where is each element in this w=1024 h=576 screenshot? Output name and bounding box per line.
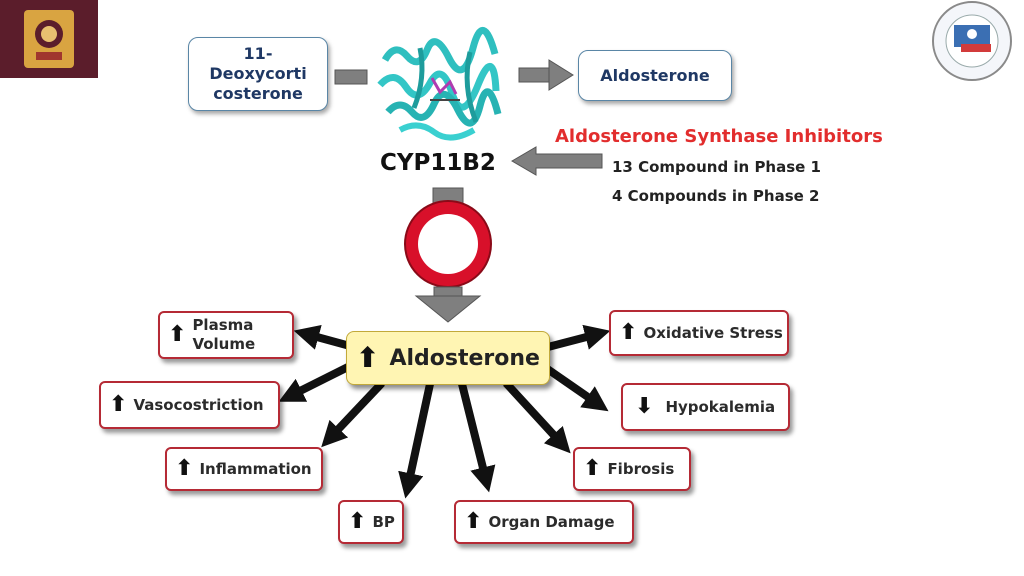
right-department-logo <box>921 0 1024 82</box>
arrow-to-fibrosis <box>503 380 571 454</box>
oxidative-stress-label: Oxidative Stress <box>643 324 783 342</box>
effect-arrows <box>278 324 611 499</box>
inhibitors-phase-1: 13 Compound in Phase 1 <box>612 158 821 176</box>
product-label: Aldosterone <box>600 66 710 85</box>
central-aldosterone-box: ⬆ Aldosterone <box>346 331 550 385</box>
cyp11b2-protein-structure-icon <box>376 26 514 144</box>
effect-fibrosis: ⬆ Fibrosis <box>573 447 691 491</box>
arrow-to-oxidative-stress <box>546 324 611 351</box>
up-arrow-icon: ⬆ <box>348 509 367 534</box>
up-arrow-icon: ⬆ <box>619 320 638 345</box>
arrow-to-plasma-volume <box>293 325 352 350</box>
up-arrow-icon: ⬆ <box>109 392 128 417</box>
arrow-to-vasoconstriction <box>278 362 352 402</box>
organ-damage-label: Organ Damage <box>488 513 615 531</box>
arrow-inhibitors-to-enzyme <box>511 146 603 176</box>
substrate-box: 11- Deoxycorti costerone <box>188 37 328 111</box>
arrow-to-inflammation <box>321 380 385 448</box>
substrate-line-3: costerone <box>213 84 303 103</box>
up-arrow-icon: ⬆ <box>464 509 483 534</box>
up-arrow-icon: ⬆ <box>356 341 380 374</box>
up-arrow-icon: ⬆ <box>583 456 602 481</box>
down-arrow-icon: ⬇ <box>635 394 654 419</box>
inhibition-stop-sign <box>404 187 492 323</box>
arrow-enzyme-to-aldosterone <box>518 59 574 91</box>
effect-oxidative-stress: ⬆ Oxidative Stress <box>609 310 789 356</box>
up-arrow-icon: ⬆ <box>175 456 194 481</box>
effect-vasoconstriction: ⬆ Vasocostriction <box>99 381 280 429</box>
arrow-to-hypokalemia <box>543 364 609 412</box>
arrow-substrate-to-enzyme <box>334 69 368 85</box>
fibrosis-label: Fibrosis <box>607 460 675 478</box>
hypokalemia-label: Hypokalemia <box>665 398 776 416</box>
effect-organ-damage: ⬆ Organ Damage <box>454 500 634 544</box>
effect-inflammation: ⬆ Inflammation <box>165 447 323 491</box>
effect-bp: ⬆ BP <box>338 500 404 544</box>
product-box: Aldosterone <box>578 50 732 101</box>
arrow-to-organ-damage <box>458 383 496 493</box>
enzyme-label: CYP11B2 <box>380 150 496 176</box>
inhibitors-phase-2: 4 Compounds in Phase 2 <box>612 187 820 205</box>
plasma-volume-line-2: Volume <box>192 335 256 353</box>
emblem-icon <box>24 10 74 68</box>
up-arrow-icon: ⬆ <box>168 322 187 347</box>
department-seal-icon <box>932 1 1012 81</box>
inhibitors-title: Aldosterone Synthase Inhibitors <box>555 126 883 147</box>
left-emblem-logo <box>0 0 98 78</box>
plasma-volume-line-1: Plasma <box>192 316 254 334</box>
bp-label: BP <box>372 513 395 531</box>
effect-plasma-volume: ⬆ Plasma Volume <box>158 311 294 359</box>
central-aldosterone-label: Aldosterone <box>389 345 540 371</box>
substrate-line-1: 11- <box>243 44 273 63</box>
effect-hypokalemia: ⬇ Hypokalemia <box>621 383 790 431</box>
substrate-line-2: Deoxycorti <box>209 64 307 83</box>
arrow-to-bp <box>398 383 434 499</box>
inflammation-label: Inflammation <box>199 460 312 478</box>
vasoconstriction-label: Vasocostriction <box>133 396 264 414</box>
